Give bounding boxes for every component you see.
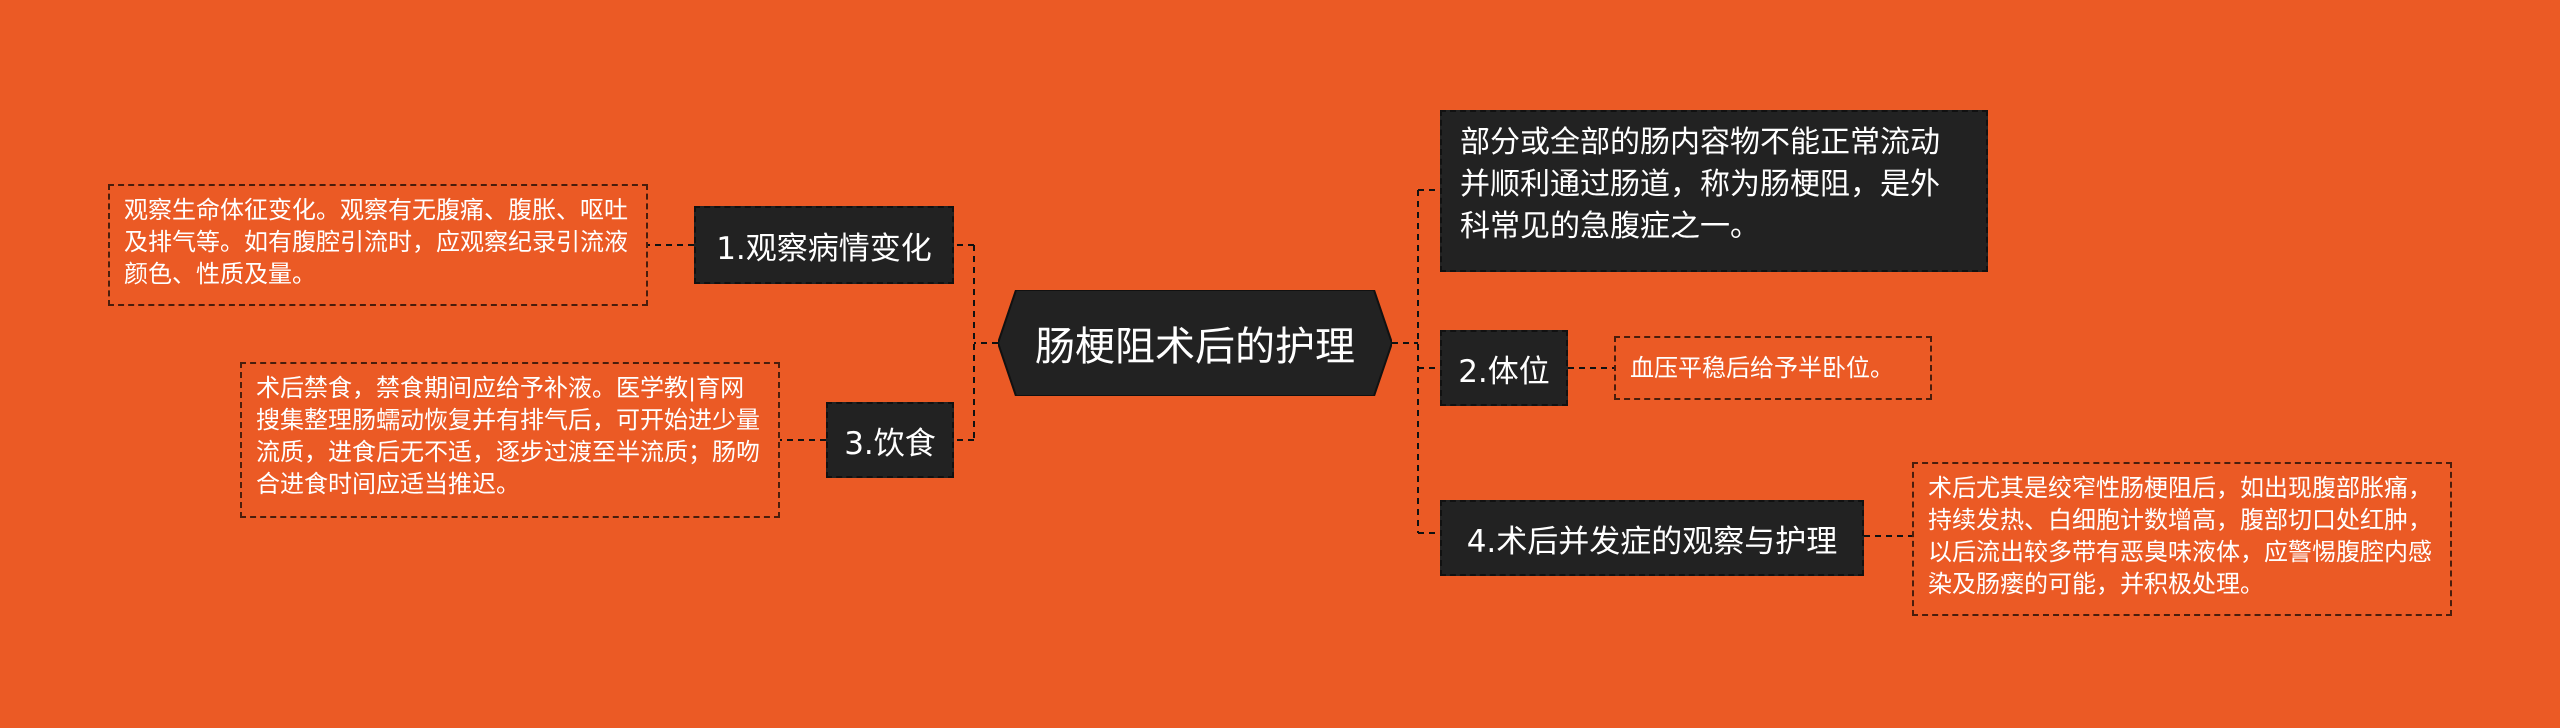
branch-posture: 2.体位 xyxy=(1440,330,1568,406)
branch-complications-label: 4.术后并发症的观察与护理 xyxy=(1466,523,1838,560)
branch-complications: 4.术后并发症的观察与护理 xyxy=(1440,500,1864,576)
leaf-observe: 观察生命体征变化。观察有无腹痛、腹胀、呕吐及排气等。如有腹腔引流时，应观察纪录引… xyxy=(108,184,648,306)
branch-diet: 3.饮食 xyxy=(826,402,954,478)
branch-observe-label: 1.观察病情变化 xyxy=(716,230,932,267)
leaf-posture: 血压平稳后给予半卧位。 xyxy=(1614,336,1932,400)
leaf-diet-text: 术后禁食，禁食期间应给予补液。医学教|育网搜集整理肠蠕动恢复并有排气后，可开始进… xyxy=(256,374,760,498)
branch-posture-label: 2.体位 xyxy=(1458,353,1550,390)
intro-text: 部分或全部的肠内容物不能正常流动并顺利通过肠道，称为肠梗阻，是外科常见的急腹症之… xyxy=(1460,125,1940,244)
leaf-complications-text: 术后尤其是绞窄性肠梗阻后，如出现腹部胀痛，持续发热、白细胞计数增高，腹部切口处红… xyxy=(1928,474,2432,598)
leaf-posture-text: 血压平稳后给予半卧位。 xyxy=(1630,354,1894,382)
leaf-diet: 术后禁食，禁食期间应给予补液。医学教|育网搜集整理肠蠕动恢复并有排气后，可开始进… xyxy=(240,362,780,518)
leaf-complications: 术后尤其是绞窄性肠梗阻后，如出现腹部胀痛，持续发热、白细胞计数增高，腹部切口处红… xyxy=(1912,462,2452,616)
central-topic-label: 肠梗阻术后的护理 xyxy=(1035,324,1355,370)
central-topic: 肠梗阻术后的护理 xyxy=(998,290,1392,396)
intro-node: 部分或全部的肠内容物不能正常流动并顺利通过肠道，称为肠梗阻，是外科常见的急腹症之… xyxy=(1440,110,1988,272)
central-hexagon-shape xyxy=(998,290,1392,396)
branch-observe: 1.观察病情变化 xyxy=(694,206,954,284)
branch-diet-label: 3.饮食 xyxy=(844,425,936,462)
leaf-observe-text: 观察生命体征变化。观察有无腹痛、腹胀、呕吐及排气等。如有腹腔引流时，应观察纪录引… xyxy=(124,196,628,288)
